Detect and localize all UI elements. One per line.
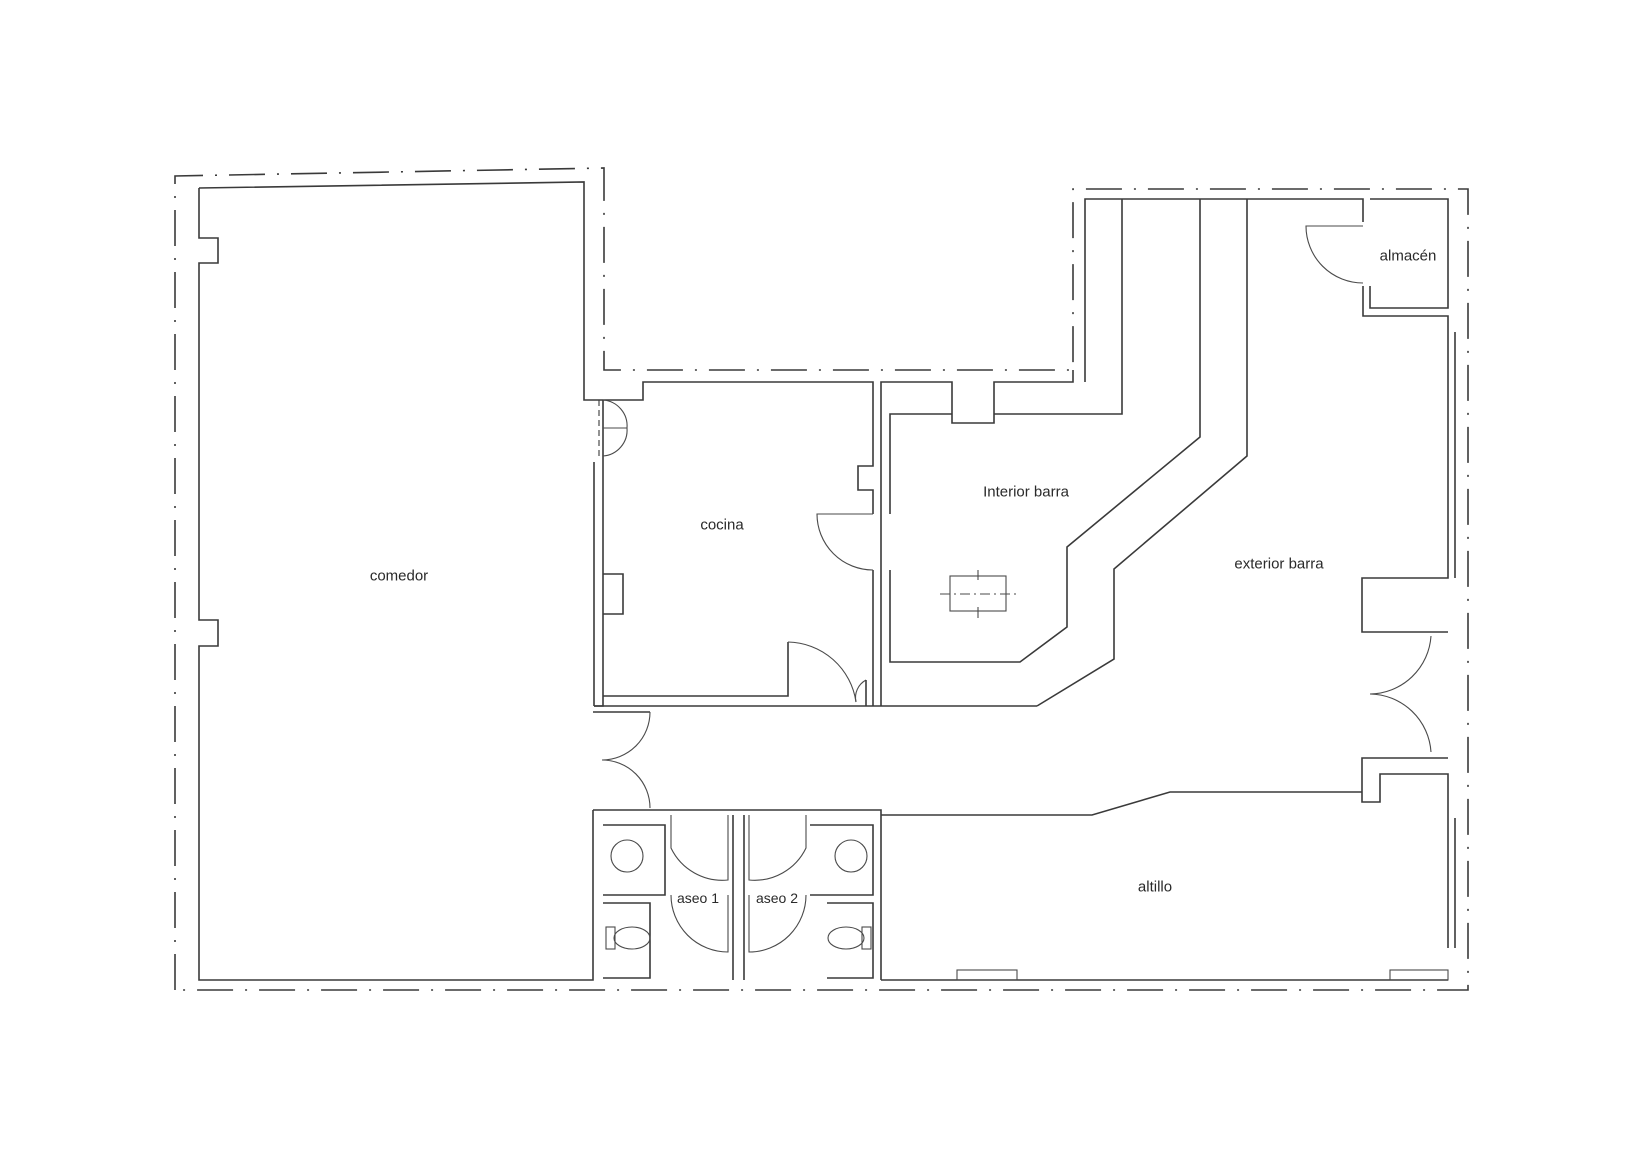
room-label-cocina: cocina — [700, 516, 744, 534]
room-label-interior-barra: Interior barra — [983, 483, 1069, 501]
property-boundary — [174, 167, 1469, 991]
room-label-altillo: altillo — [1137, 878, 1173, 896]
room-label-exterior-barra: exterior barra — [1234, 555, 1324, 573]
corridor-altillo-walls — [593, 711, 1449, 981]
comedor-walls — [198, 181, 594, 981]
room-label-aseo-2: aseo 2 — [755, 890, 799, 906]
room-label-comedor: comedor — [369, 567, 429, 585]
exterior-right-walls — [1361, 332, 1456, 948]
room-label-aseo-1: aseo 1 — [676, 890, 720, 906]
cocina-walls — [593, 381, 1037, 707]
aseos-walls — [603, 815, 874, 980]
interior-barra-walls — [880, 199, 1248, 707]
top-walls — [1084, 198, 1449, 382]
room-label-almacen: almacén — [1379, 247, 1437, 265]
